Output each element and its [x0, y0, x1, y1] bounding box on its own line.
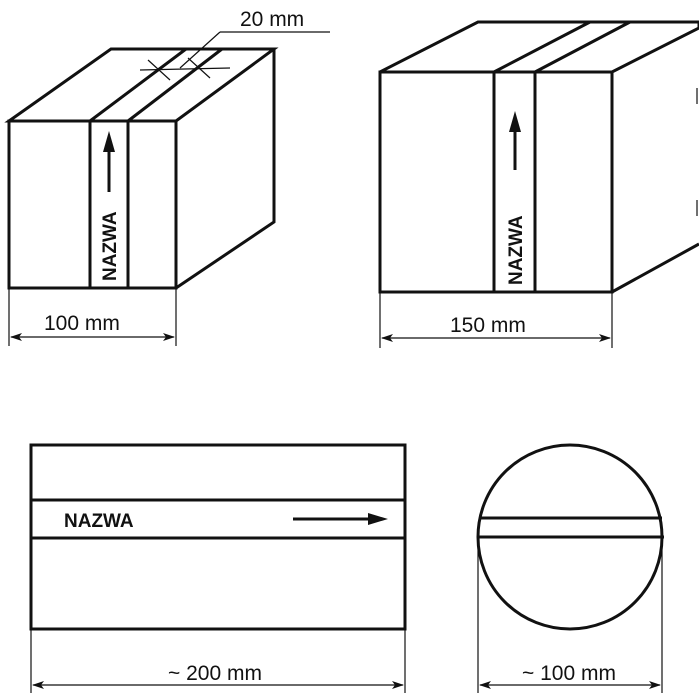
roll-side-view: NAZWA ~ 200 mm	[29, 443, 407, 693]
small-box-side-face	[175, 49, 276, 290]
small-box-front-face	[7, 119, 178, 290]
tape-width-label: 20 mm	[240, 8, 304, 31]
large-box-side-bottom-edge	[611, 242, 699, 294]
tape-width-tick-left	[147, 59, 171, 81]
large-box-width-label: 150 mm	[450, 314, 526, 337]
roll-diameter-label: ~ 100 mm	[522, 662, 616, 685]
large-box-front-face	[378, 70, 614, 294]
tape-width-leader-diagonal	[179, 31, 221, 69]
roll-label-name: NAZWA	[64, 511, 134, 532]
large-box-top-face	[379, 20, 699, 74]
tape-width-dim-line	[139, 67, 231, 71]
large-box-label-name: NAZWA	[506, 215, 527, 285]
roll-arrow-head	[368, 513, 388, 525]
small-box-label-name: NAZWA	[100, 211, 121, 281]
small-box-width-label: 100 mm	[44, 312, 120, 335]
large-box-tape-top-left	[493, 20, 591, 74]
roll-end-view: ~ 100 mm	[476, 443, 664, 693]
small-box-arrow-head	[103, 131, 115, 152]
large-box-tape-top-right	[534, 20, 631, 74]
large-box: NAZWA 150 mm	[378, 20, 699, 348]
roll-length-label: ~ 200 mm	[168, 662, 262, 685]
small-box: NAZWA 20 mm 100 mm	[4, 8, 330, 346]
small-box-tape-top-left	[89, 47, 187, 123]
tape-width-tick-right	[187, 57, 211, 79]
small-box-tape-top-right	[127, 47, 223, 123]
large-box-arrow-head	[509, 111, 521, 132]
